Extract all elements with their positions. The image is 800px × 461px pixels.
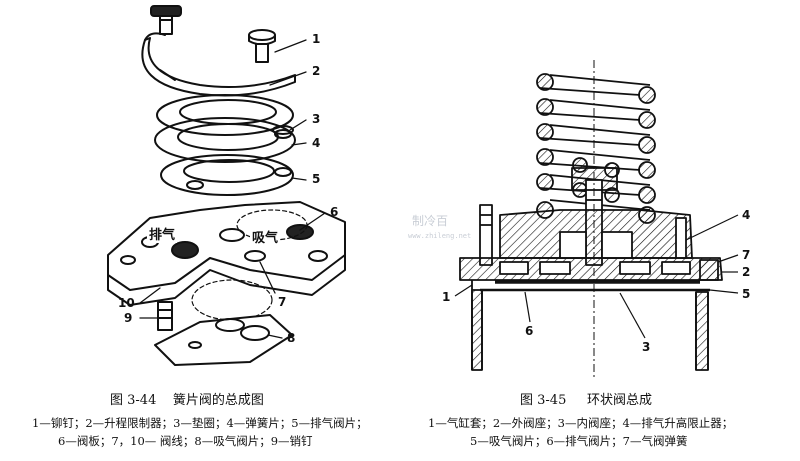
ring-valve-figure: 4 7 2 5 1 6 3 制冷百 www.zhileng.net 图 3-45… (400, 0, 800, 461)
right-caption-title: 环状阀总成 (587, 393, 653, 408)
watermark-subtext: www.zhileng.net (408, 232, 472, 240)
callout-r-2: 2 (742, 265, 751, 279)
callout-6: 6 (330, 205, 339, 219)
valve-spring (536, 73, 656, 224)
callout-4: 4 (312, 136, 321, 150)
left-figure-caption: 图 3-44 簧片阀的总成图 (110, 389, 264, 408)
callout-r-1: 1 (442, 290, 451, 304)
left-legend-line-2: 6—阀板；7，10— 阀线；8—吸气阀片；9—销钉 (58, 434, 313, 448)
ring-valve-drawing (454, 60, 739, 380)
pin (157, 301, 173, 331)
callout-r-3: 3 (642, 340, 651, 354)
right-figure-caption: 图 3-45 环状阀总成 (520, 389, 652, 408)
callout-r-4: 4 (742, 208, 751, 222)
intake-tag: 吸气 (250, 227, 281, 246)
callout-1: 1 (312, 32, 321, 46)
callout-10: 10 (118, 296, 135, 310)
intake-valve-plate (154, 314, 293, 366)
spring-plate-2 (154, 117, 296, 163)
callout-2: 2 (312, 64, 321, 78)
left-caption-title: 簧片阀的总成图 (172, 393, 264, 408)
reed-valve-figure: 排气 吸气 1 2 3 4 5 6 7 8 9 10 图 3-44 簧片阀的总成… (32, 5, 368, 448)
left-caption-number: 图 3-44 (110, 393, 157, 408)
rivet-right (248, 29, 276, 63)
right-legend-line-2: 5—吸气阀片；6—排气阀片；7—气阀弹簧 (470, 434, 688, 448)
exhaust-tag: 排气 (147, 224, 178, 243)
callout-r-7: 7 (742, 248, 751, 262)
rivet-left (150, 5, 182, 35)
exhaust-lift-limiter (499, 209, 693, 259)
callout-3: 3 (312, 112, 321, 126)
spring-plate (156, 94, 294, 136)
callout-5: 5 (312, 172, 321, 186)
right-caption-number: 图 3-45 (520, 393, 567, 408)
callout-7: 7 (278, 295, 287, 309)
callout-9: 9 (124, 311, 133, 325)
left-legend-line-1: 1—铆钉；2—升程限制器；3—垫圈；4—弹簧片；5—排气阀片； (32, 416, 368, 430)
callout-r-6: 6 (525, 324, 534, 338)
watermark-text: 制冷百 (412, 214, 449, 228)
lift-limiter (141, 37, 296, 97)
callout-8: 8 (287, 331, 296, 345)
callout-r-5: 5 (742, 287, 751, 301)
exhaust-valve-plate (160, 154, 294, 196)
right-legend-line-1: 1—气缸套；2—外阀座；3—内阀座；4—排气升高限止器； (428, 416, 734, 430)
